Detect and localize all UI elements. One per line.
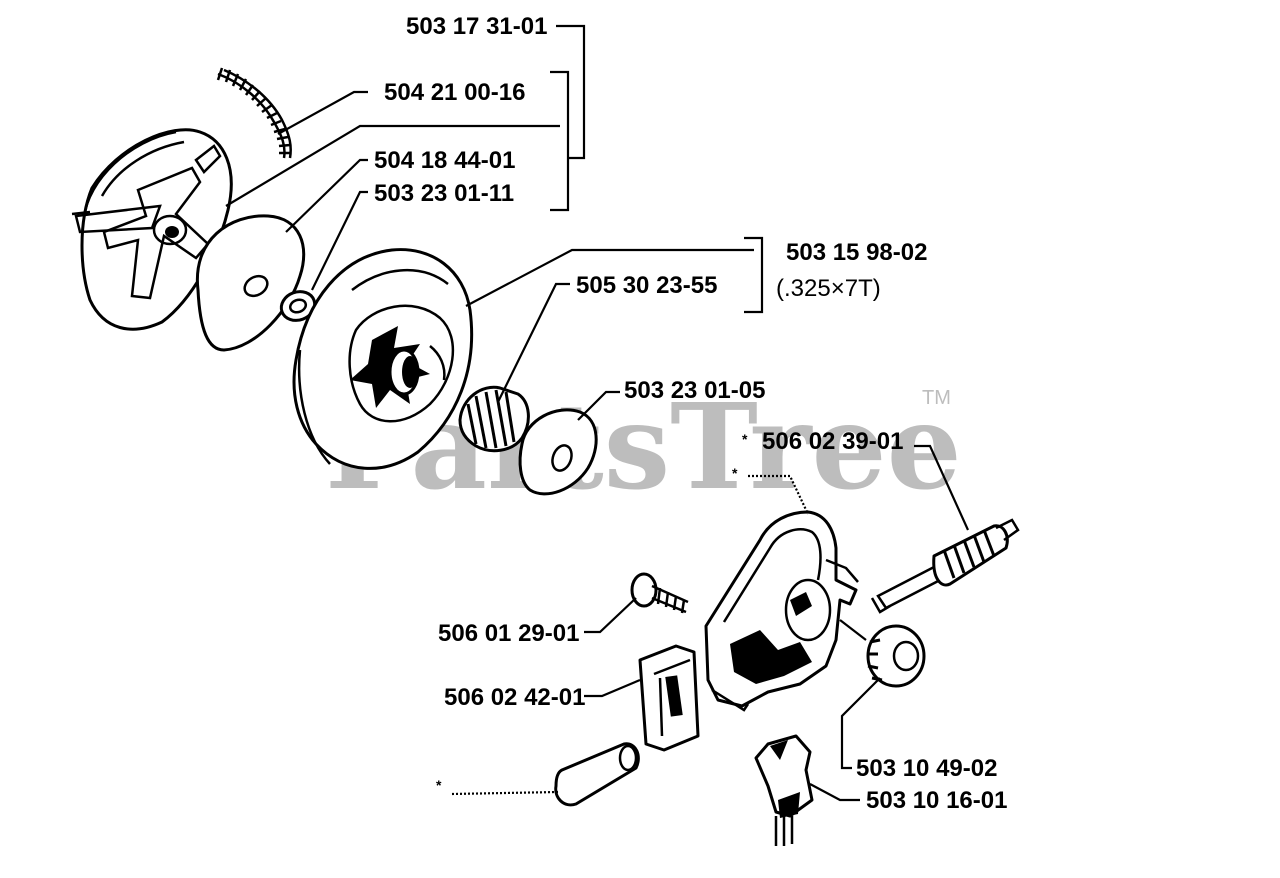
label-spring: 504 21 00-16 [384,79,525,106]
worm-gear-part [866,624,926,688]
label-pump-cover: 506 02 42-01 [444,684,585,711]
trademark-mark: TM [922,387,951,409]
label-needle-bearing: 505 30 23-55 [576,272,717,299]
clutch-drum-part [292,248,474,470]
label-clutch-drum: 503 15 98-02 [786,239,927,266]
label-spacer-washer-a: 503 23 01-11 [374,180,514,207]
pin-part [554,742,640,807]
label-washer-plate: 504 18 44-01 [374,147,515,174]
label-screw: 506 01 29-01 [438,620,579,647]
spacer-washer-a-part [279,290,317,322]
label-spacer-washer-b: 503 23 01-05 [624,377,765,404]
asterisk-shaft: * [742,431,748,447]
label-drive-hook: 503 10 16-01 [866,787,1007,814]
pump-cover-part [638,644,700,752]
clutch-assembly-part [71,128,233,331]
spring-part [216,67,292,159]
label-clutch-drum-spec: (.325×7T) [776,275,881,302]
needle-bearing-part [458,385,530,453]
oil-pump-shaft-part [870,518,1020,614]
spacer-washer-b-part [518,408,598,496]
label-worm-gear: 503 10 49-02 [856,755,997,782]
drive-hook-part [754,734,814,846]
washer-plate-part [195,214,306,352]
asterisk-pin: * [436,777,442,793]
asterisk-pump-body: * [732,465,738,481]
label-oil-pump-shaft: 506 02 39-01 [762,428,903,455]
leader-lines [225,24,970,802]
oil-pump-body-part [704,510,859,712]
part-labels: 503 17 31-01 504 21 00-16 504 18 44-01 5… [374,13,1007,814]
screw-part [630,572,689,614]
label-clutch-assembly: 503 17 31-01 [406,13,547,40]
